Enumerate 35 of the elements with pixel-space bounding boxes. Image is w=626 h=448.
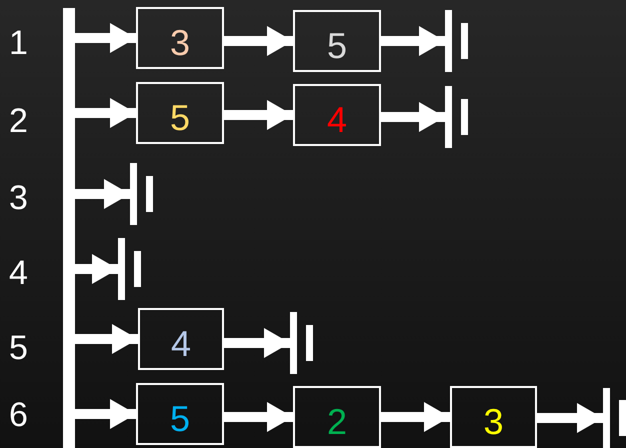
row-index-label: 4 [9,256,28,290]
arrow [381,102,445,132]
arrow [381,26,445,56]
arrow [224,328,290,358]
row-index-label: 6 [9,398,28,432]
arrow [224,402,293,432]
list-node-box: 4 [293,84,381,146]
arrow [75,399,136,429]
null-terminator-icon [445,10,468,72]
list-node-box: 5 [136,82,224,144]
null-terminator-icon [130,163,153,225]
list-node-box: 5 [136,383,224,445]
arrow [75,324,138,354]
arrow [224,26,293,56]
list-node-box: 3 [450,386,537,448]
list-node-box: 5 [293,10,381,72]
arrow [75,98,136,128]
arrow [75,179,130,209]
row-index-label: 1 [9,26,28,60]
list-node-box: 4 [138,308,224,370]
arrow [537,403,603,433]
head-array-bar [63,8,75,448]
null-terminator-icon [290,312,313,374]
null-terminator-icon [118,238,141,300]
row-index-label: 5 [9,331,28,365]
arrow [75,254,118,284]
arrow [224,100,293,130]
arrow [75,23,136,53]
null-terminator-icon [445,86,468,148]
row-index-label: 2 [9,104,28,138]
list-node-box: 3 [136,7,224,69]
row-index-label: 3 [9,181,28,215]
null-terminator-icon [603,388,626,448]
arrow [381,402,450,432]
list-node-box: 2 [293,386,381,448]
